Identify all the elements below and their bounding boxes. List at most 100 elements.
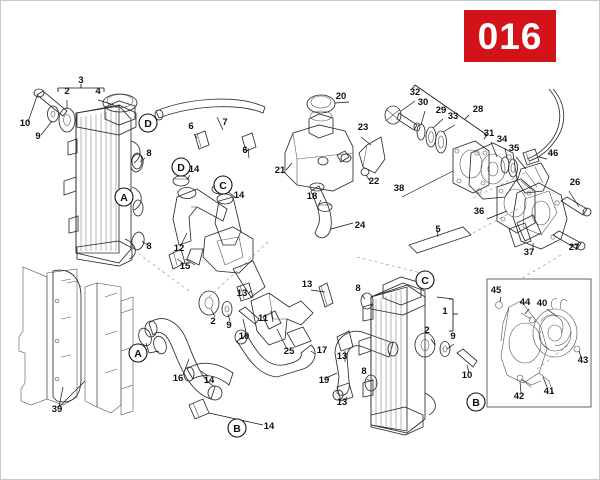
callout-number: 2 (210, 316, 215, 327)
callout-number: 14 (189, 164, 200, 175)
callout-number: 13 (237, 288, 248, 299)
callout-number: 6 (242, 145, 247, 156)
letter-marker-circle (138, 113, 158, 133)
callout-number: 45 (491, 285, 502, 296)
callout-number: 21 (275, 165, 286, 176)
callout-number: 37 (524, 247, 535, 258)
callout-number: 7 (222, 117, 227, 128)
callout-number: 14 (234, 190, 245, 201)
callout-number: 12 (174, 243, 185, 254)
letter-marker-label: A (120, 192, 128, 204)
callout-number: 43 (578, 355, 589, 366)
callout-number: 1 (442, 306, 448, 317)
callout-number: 15 (180, 261, 191, 272)
water-pump-assembly (384, 84, 550, 234)
callout-number: 9 (450, 331, 455, 342)
callout-number: 8 (146, 241, 151, 252)
letter-marker: A (114, 187, 134, 207)
upper-hose-thermostat (134, 174, 288, 350)
impeller-shaft (384, 105, 421, 132)
callout-number: 25 (284, 346, 295, 357)
callout-number: 6 (188, 121, 193, 132)
callout-number: 19 (319, 375, 330, 386)
callout-number: 20 (336, 91, 347, 102)
callout-number: 29 (436, 105, 447, 116)
thermostat-housing (236, 282, 334, 348)
letter-marker-circle (128, 343, 148, 363)
callout-number: 27 (569, 242, 580, 253)
callout-number: 36 (474, 206, 485, 217)
plate-number-badge: 016 (464, 10, 556, 62)
callout-number: 44 (520, 297, 531, 308)
plate-number-text: 016 (477, 15, 543, 57)
letter-marker-label: B (472, 397, 480, 409)
overflow-hose-assembly (154, 98, 266, 159)
callout-number: 35 (509, 143, 520, 154)
letter-marker-label: C (219, 180, 227, 192)
radiator-guards (18, 266, 134, 416)
callout-number: 14 (264, 421, 275, 432)
callout-number: 2 (64, 86, 69, 97)
callout-number: 8 (361, 366, 366, 377)
letter-marker-label: B (233, 423, 241, 435)
letter-marker-circle (171, 157, 191, 177)
callout-number: 40 (537, 298, 548, 309)
letter-marker-label: C (421, 275, 429, 287)
callout-number: 3 (78, 75, 83, 86)
callout-number: 46 (548, 148, 559, 159)
callout-number: 8 (355, 283, 360, 294)
callout-number: 18 (307, 191, 318, 202)
callout-number: 10 (20, 118, 31, 129)
callout-number: 17 (317, 345, 328, 356)
callout-number: 10 (462, 370, 473, 381)
letter-marker: D (138, 113, 158, 133)
callout-number: 41 (544, 386, 555, 397)
callout-number: 13 (302, 279, 313, 290)
callout-number: 14 (204, 375, 215, 386)
callout-number: 30 (418, 97, 429, 108)
letter-marker: B (466, 392, 486, 412)
callout-number: 38 (394, 183, 405, 194)
callout-number: 4 (95, 86, 101, 97)
letter-marker-label: D (177, 162, 185, 174)
callout-number: 26 (570, 177, 581, 188)
letter-marker-circle (227, 418, 247, 438)
callout-number: 42 (514, 391, 525, 402)
letter-marker: D (171, 157, 191, 177)
callout-number: 9 (226, 320, 231, 331)
letter-marker: C (415, 270, 435, 290)
letter-marker-circle (114, 187, 134, 207)
callout-number: 39 (52, 404, 63, 415)
lower-hoses (138, 318, 399, 426)
callout-number: 31 (484, 128, 495, 139)
callout-number: 24 (355, 220, 366, 231)
callout-number: 28 (473, 104, 484, 115)
callout-number: 34 (497, 134, 508, 145)
letter-marker: B (227, 418, 247, 438)
callout-number: 22 (369, 176, 380, 187)
callout-number: 11 (258, 313, 269, 324)
letter-marker-circle (415, 270, 435, 290)
callout-number: 16 (173, 373, 184, 384)
letter-marker-label: D (144, 118, 152, 130)
callout-number: 2 (424, 325, 429, 336)
letter-marker-label: A (134, 348, 142, 360)
letter-marker: A (128, 343, 148, 363)
left-radiator-assembly (27, 84, 148, 267)
callout-number: 33 (448, 111, 459, 122)
callout-number: 32 (410, 87, 421, 98)
callout-number: 5 (435, 224, 441, 235)
letter-marker-layer: A A B B C C D D (114, 113, 486, 438)
bolt-10-left (33, 88, 68, 117)
water-pump-cover (470, 88, 592, 280)
callout-number: 13 (337, 351, 348, 362)
fan-inset-box (486, 278, 592, 408)
callout-number: 9 (35, 131, 40, 142)
letter-marker: C (213, 175, 233, 195)
callout-number: 10 (239, 331, 250, 342)
callout-number: 23 (358, 122, 369, 133)
right-radiator-assembly (356, 206, 522, 436)
